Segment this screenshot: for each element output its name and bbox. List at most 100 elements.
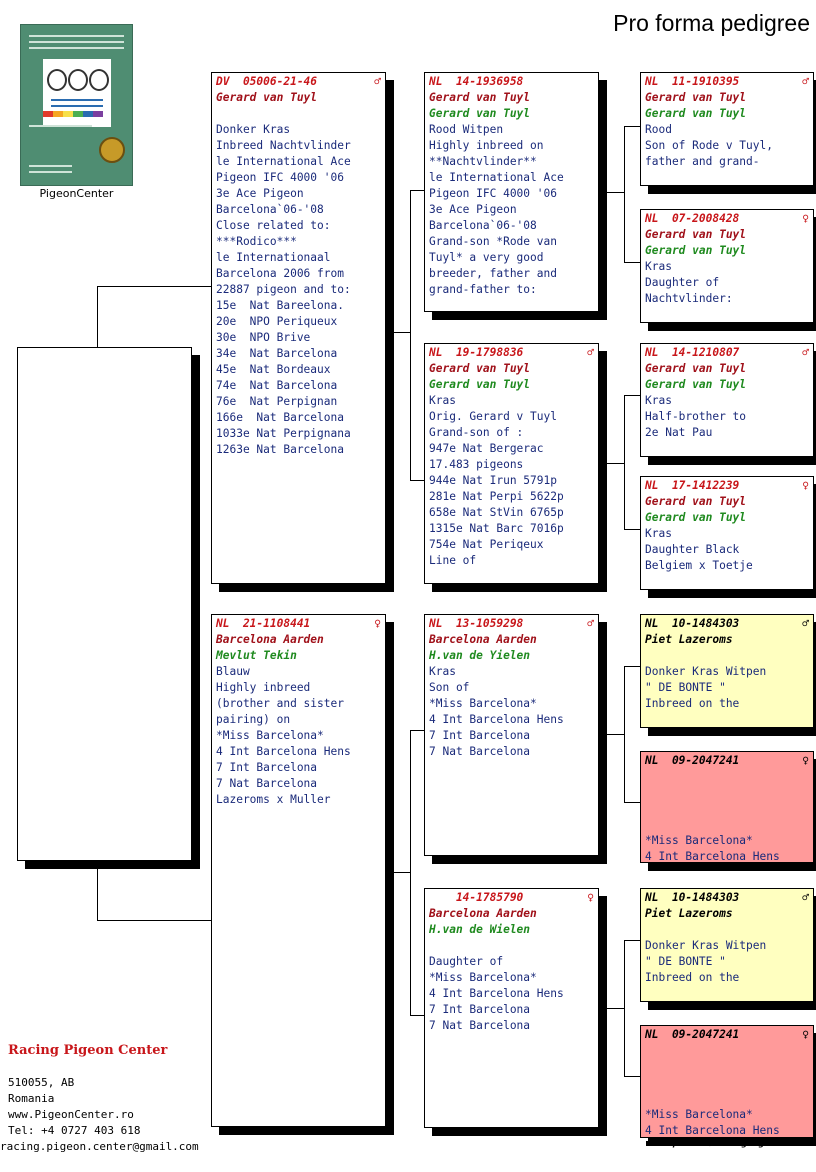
connector-line bbox=[410, 730, 411, 1015]
connector-line bbox=[606, 463, 624, 464]
pedigree-note-line: Pigeon IFC 4000 '06 bbox=[216, 171, 344, 184]
pedigree-card-ds-dam: NL 09-2047241♀ *Miss Barcelona*4 Int Bar… bbox=[640, 751, 814, 863]
pedigree-note-line: Highly inbreed bbox=[216, 681, 311, 694]
pedigree-note-line: Kras bbox=[645, 527, 672, 540]
ring-number-header: NL 17-1412239 ♀ bbox=[645, 478, 809, 494]
ring-number: NL 09-2047241 bbox=[645, 754, 740, 767]
ring-number: NL 14-1210807 bbox=[645, 346, 740, 359]
pedigree-note-line: Donker Kras Witpen bbox=[645, 665, 767, 678]
breeder-name: Barcelona Aarden bbox=[429, 633, 537, 646]
ring-number-header: NL 14-1210807♂ bbox=[645, 345, 809, 361]
pedigree-note-line: 4 Int Barcelona Hens bbox=[429, 713, 564, 726]
ring-number: NL 14-1936958 bbox=[429, 75, 524, 88]
pedigree-note-line: Rood bbox=[645, 123, 672, 136]
pedigree-card-dd-dam: NL 09-2047241♀ *Miss Barcelona*4 Int Bar… bbox=[640, 1025, 814, 1138]
pedigree-note-line: Barcelona`06-'08 bbox=[216, 203, 324, 216]
owner-name: Mevlut Tekin bbox=[216, 649, 297, 662]
connector-line bbox=[410, 1015, 426, 1016]
pedigree-note-line: 34e Nat Barcelona bbox=[216, 347, 338, 360]
connector-line bbox=[410, 190, 411, 480]
copyright-note: Compuclub © Racing Pigeon Center bbox=[646, 1139, 814, 1148]
page-title: Pro forma pedigree bbox=[613, 10, 810, 36]
pedigree-note-line: Kras bbox=[645, 260, 672, 273]
pedigree-note-line: Half-brother to bbox=[645, 410, 747, 423]
pedigree-note-line: breeder, father and bbox=[429, 267, 557, 280]
pedigree-note-line: Donker Kras Witpen bbox=[645, 939, 767, 952]
owner-name: Gerard van Tuyl bbox=[645, 244, 747, 257]
pedigree-note-line: Close related to: bbox=[216, 219, 331, 232]
pedigree-note-line: 7 Int Barcelona bbox=[429, 729, 531, 742]
ring-number: NL 10-1484303 bbox=[645, 617, 740, 630]
pedigree-note-line: (brother and sister bbox=[216, 697, 344, 710]
pedigree-note-line: Daughter of bbox=[645, 276, 720, 289]
pedigree-note-line: *Miss Barcelona* bbox=[645, 1108, 753, 1121]
pedigree-note-line: 1263e Nat Barcelona bbox=[216, 443, 344, 456]
female-icon: ♀ bbox=[802, 1028, 809, 1041]
ring-number-header: NL 09-2047241♀ bbox=[645, 753, 809, 769]
connector-line bbox=[410, 480, 426, 481]
connector-line bbox=[97, 286, 212, 287]
ring-number-header: NL 10-1484303♂ bbox=[645, 616, 809, 632]
ring-number-header: NL 19-1798836♂ bbox=[429, 345, 594, 361]
ring-number: NL 19-1798836 bbox=[429, 346, 524, 359]
pedigree-note-line: " DE BONTE " bbox=[645, 681, 726, 694]
pedigree-note-line: Orig. Gerard v Tuyl bbox=[429, 410, 557, 423]
female-icon: ♀ bbox=[802, 479, 809, 492]
pedigree-note-line: Inbreed on the bbox=[645, 697, 740, 710]
pedigree-note-line bbox=[645, 801, 809, 817]
footer-website-link[interactable]: www.PigeonCenter.ro bbox=[8, 1108, 134, 1121]
pedigree-note-line: Inbreed Nachtvlinder bbox=[216, 139, 351, 152]
footer-line: 510055, AB bbox=[8, 1076, 75, 1089]
pedigree-note-line: 947e Nat Bergerac bbox=[429, 442, 544, 455]
pedigree-note-line: 7 Nat Barcelona bbox=[216, 777, 318, 790]
ring-number: NL 11-1910395 bbox=[645, 75, 740, 88]
connector-line bbox=[606, 1008, 624, 1009]
pedigree-note-line: *Miss Barcelona* bbox=[429, 971, 537, 984]
connector-line bbox=[624, 666, 625, 802]
footer-company-name: Racing Pigeon Center bbox=[8, 1043, 168, 1058]
pedigree-note-line: Rood Witpen bbox=[429, 123, 504, 136]
connector-line bbox=[606, 734, 624, 735]
spacer-line bbox=[645, 1059, 809, 1075]
spacer-line bbox=[645, 922, 809, 938]
pedigree-note-line: Line of bbox=[429, 554, 477, 567]
connector-line bbox=[97, 920, 212, 921]
pedigree-note-line: 7 Int Barcelona bbox=[216, 761, 318, 774]
breeder-name: Gerard van Tuyl bbox=[645, 91, 747, 104]
pedigree-note-line: 658e Nat StVin 6765p bbox=[429, 506, 564, 519]
pedigree-note-line: Highly inbreed on bbox=[429, 139, 544, 152]
ring-number-header: NL 10-1484303♂ bbox=[645, 890, 809, 906]
male-icon: ♂ bbox=[802, 75, 809, 88]
male-icon: ♂ bbox=[802, 891, 809, 904]
ring-number-header: NL 07-2008428♀ bbox=[645, 211, 809, 227]
ring-number: NL 21-1108441 bbox=[216, 617, 311, 630]
footer-email-link[interactable]: racing.pigeon.center@gmail.com bbox=[0, 1140, 199, 1153]
pedigree-note-line: Donker Kras bbox=[216, 123, 291, 136]
award-badge-icon bbox=[99, 137, 125, 163]
pedigree-note-line: 20e NPO Periqueux bbox=[216, 315, 338, 328]
connector-line bbox=[624, 395, 625, 529]
pedigree-card-dd-sire: NL 10-1484303♂Piet Lazeroms Donker Kras … bbox=[640, 888, 814, 1002]
spacer-line bbox=[645, 648, 809, 664]
pedigree-note-line: 754e Nat Periqeux bbox=[429, 538, 544, 551]
owner-name: Gerard van Tuyl bbox=[645, 511, 747, 524]
pedigree-note-line: *Miss Barcelona* bbox=[429, 697, 537, 710]
spacer-line bbox=[645, 785, 809, 801]
pedigree-note-line: 17.483 pigeons bbox=[429, 458, 524, 471]
breeder-name: Piet Lazeroms bbox=[645, 907, 733, 920]
pedigree-note-line: " DE BONTE " bbox=[645, 955, 726, 968]
pedigree-note-line: 76e Nat Perpignan bbox=[216, 395, 338, 408]
ring-number: NL 17-1412239 bbox=[645, 479, 740, 492]
ring-number: NL 09-2047241 bbox=[645, 1028, 740, 1041]
owner-name: Gerard van Tuyl bbox=[429, 107, 531, 120]
pedigree-note-line: le International Ace bbox=[429, 171, 564, 184]
square-icon bbox=[646, 1141, 651, 1146]
pedigree-note-line: Kras bbox=[429, 394, 456, 407]
pedigree-note-line: Inbreed on the bbox=[645, 971, 740, 984]
male-icon: ♂ bbox=[587, 617, 594, 630]
pedigree-note-line: 2e Nat Pau bbox=[645, 426, 713, 439]
